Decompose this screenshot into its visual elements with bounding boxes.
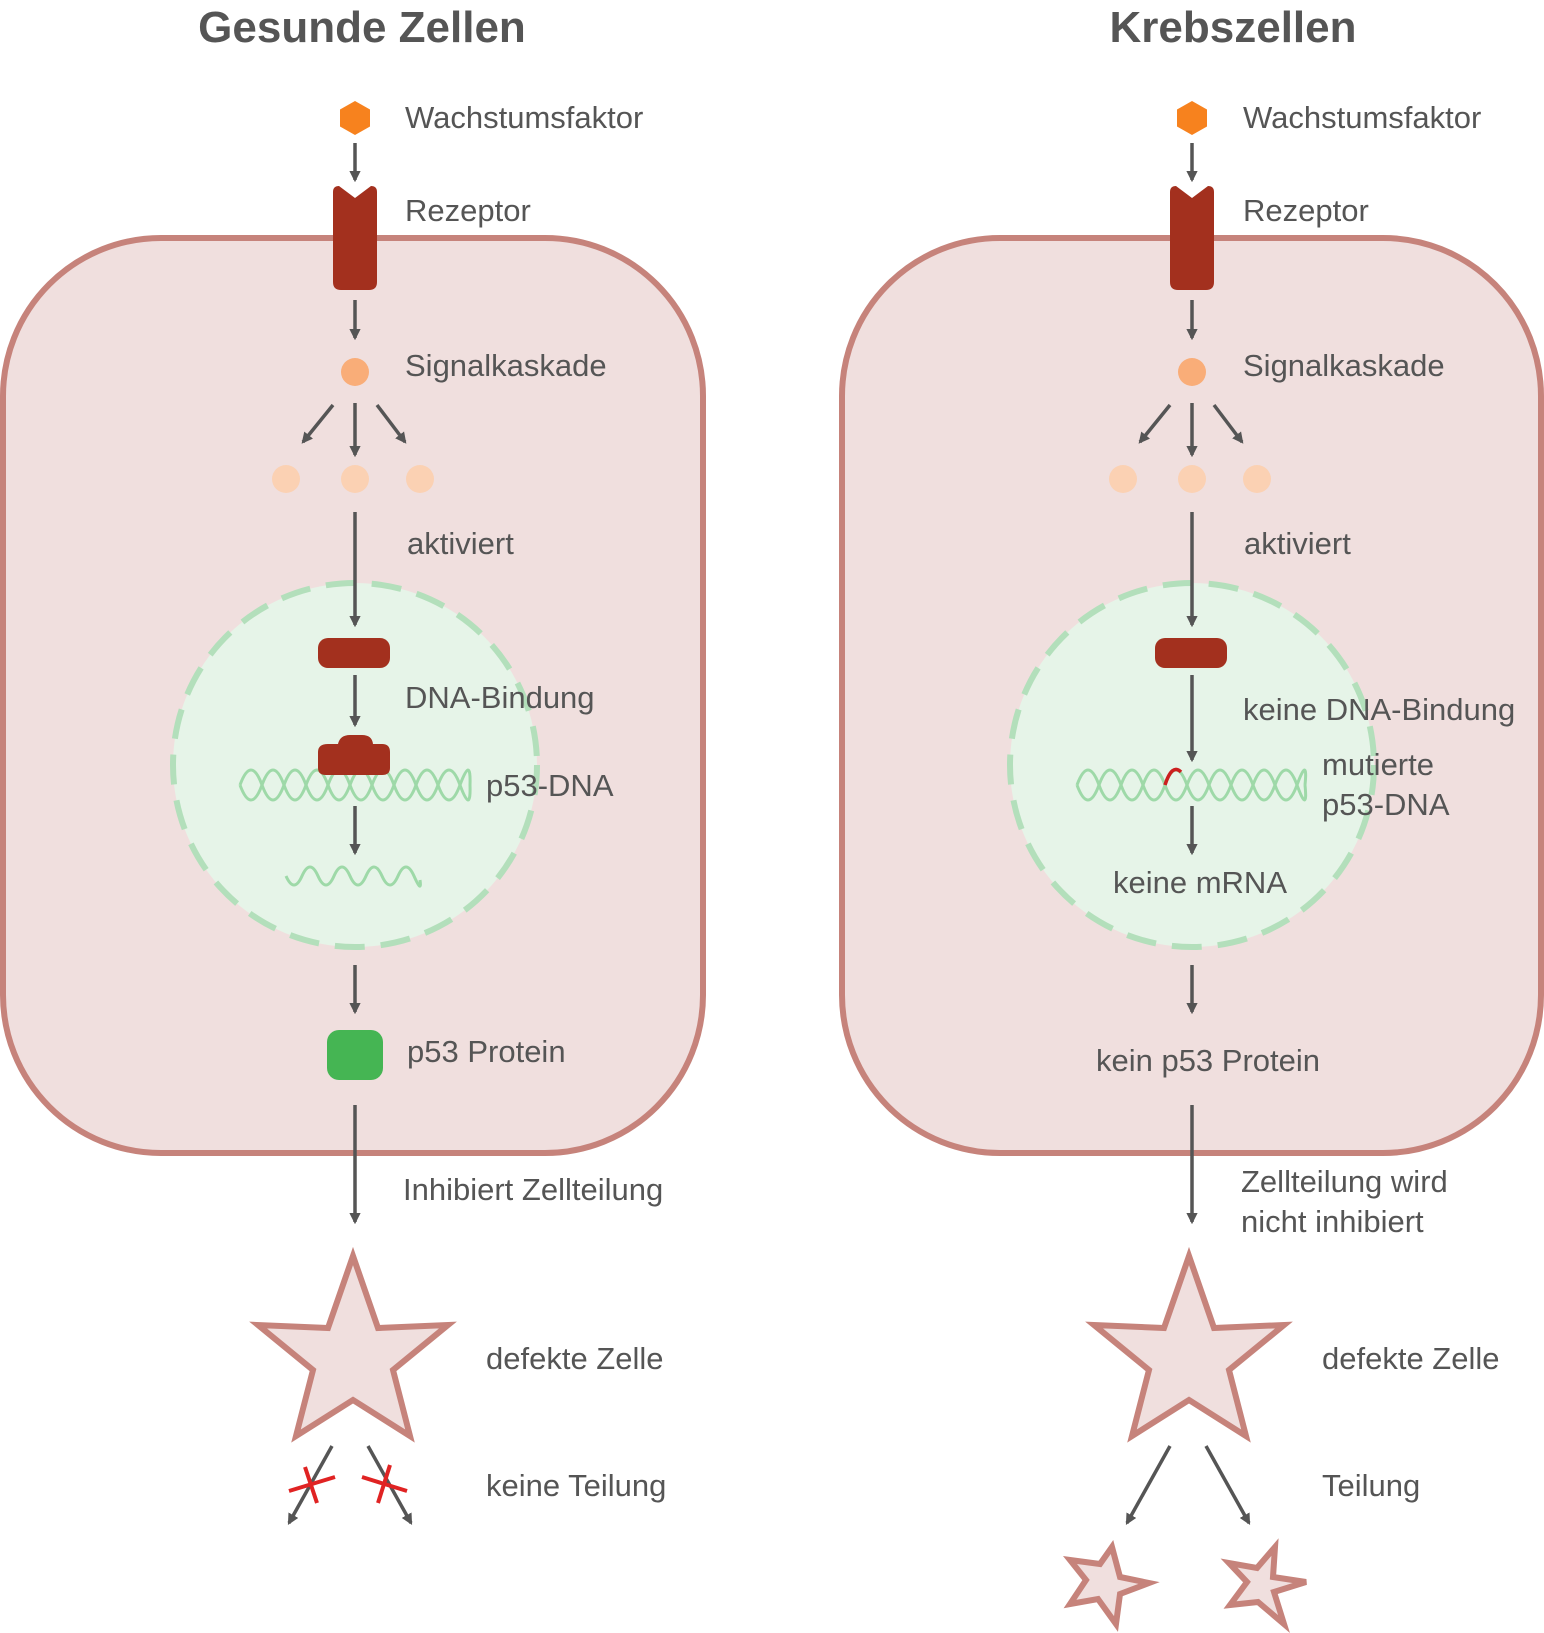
mrna-icon bbox=[284, 865, 422, 888]
arrow-cascade-left bbox=[301, 403, 335, 444]
no-dna-binding-label: keine DNA-Bindung bbox=[1243, 692, 1515, 727]
healthy-cells-title: Gesunde Zellen bbox=[198, 3, 526, 52]
bound-transcription-factor-icon bbox=[318, 735, 390, 775]
dna-mutation-icon bbox=[1163, 767, 1183, 786]
daughter-cell-icon bbox=[1062, 1540, 1160, 1632]
dna-binding-label: DNA-Bindung bbox=[405, 680, 595, 715]
arrow-cascade-right bbox=[375, 403, 407, 444]
cascade-molecule-icon bbox=[1109, 465, 1137, 493]
cascade-molecule-icon bbox=[1243, 465, 1271, 493]
cascade-molecule-icon bbox=[406, 465, 434, 493]
mutated-dna-label-line1: mutierte bbox=[1322, 747, 1434, 782]
effect-label-line2: nicht inhibiert bbox=[1241, 1204, 1424, 1239]
arrow-division-right bbox=[1204, 1445, 1251, 1525]
growth-factor-icon bbox=[340, 101, 370, 135]
cancer-cells-title: Krebszellen bbox=[1110, 3, 1357, 52]
dna-helix-icon bbox=[238, 768, 472, 802]
growth-factor-icon bbox=[1177, 101, 1207, 135]
cascade-molecule-icon bbox=[1178, 358, 1206, 386]
transcription-factor-icon bbox=[318, 638, 390, 668]
blocked-cross-icon bbox=[288, 1466, 336, 1504]
arrow-cascade-right bbox=[1212, 403, 1244, 444]
p53-protein-label: p53 Protein bbox=[407, 1034, 566, 1069]
no-p53-protein-label: kein p53 Protein bbox=[1096, 1043, 1320, 1078]
cascade-molecule-icon bbox=[272, 465, 300, 493]
receptor-icon bbox=[1170, 186, 1214, 290]
division-label: Teilung bbox=[1322, 1468, 1420, 1503]
defective-cell-icon bbox=[249, 1246, 457, 1443]
effect-label: Inhibiert Zellteilung bbox=[403, 1172, 663, 1207]
transcription-factor-icon bbox=[1155, 638, 1227, 668]
receptor-label: Rezeptor bbox=[1243, 193, 1369, 228]
growth-factor-label: Wachstumsfaktor bbox=[1243, 100, 1481, 135]
cascade-molecule-icon bbox=[341, 465, 369, 493]
receptor-label: Rezeptor bbox=[405, 193, 531, 228]
defective-cell-label: defekte Zelle bbox=[1322, 1341, 1500, 1376]
healthy-cell-panel: Gesunde Zellen Wachstumsfaktor Rezeptor … bbox=[0, 3, 706, 1525]
defective-cell-icon bbox=[1085, 1246, 1293, 1443]
blocked-cross-icon bbox=[361, 1464, 408, 1504]
cascade-label: Signalkaskade bbox=[405, 348, 607, 383]
arrow-division-left bbox=[1125, 1445, 1172, 1525]
p53-protein-icon bbox=[327, 1030, 383, 1080]
no-division-label: keine Teilung bbox=[486, 1468, 666, 1503]
receptor-icon bbox=[333, 186, 377, 290]
cascade-label: Signalkaskade bbox=[1243, 348, 1445, 383]
cascade-molecule-icon bbox=[1178, 465, 1206, 493]
p53-dna-label: p53-DNA bbox=[486, 768, 614, 803]
daughter-cell-icon bbox=[1220, 1538, 1307, 1633]
growth-factor-label: Wachstumsfaktor bbox=[405, 100, 643, 135]
defective-cell-label: defekte Zelle bbox=[486, 1341, 664, 1376]
cancer-cell-panel: Krebszellen Wachstumsfaktor Rezeptor Sig… bbox=[839, 3, 1544, 1633]
cascade-molecule-icon bbox=[341, 358, 369, 386]
activated-label: aktiviert bbox=[407, 526, 514, 561]
dna-helix-icon bbox=[1075, 768, 1308, 802]
effect-label-line1: Zellteilung wird bbox=[1241, 1164, 1448, 1199]
no-mrna-label: keine mRNA bbox=[1113, 865, 1287, 900]
activated-label: aktiviert bbox=[1244, 526, 1351, 561]
dna-helix-icon bbox=[1075, 768, 1308, 802]
mutated-dna-label-line2: p53-DNA bbox=[1322, 787, 1450, 822]
arrow-cascade-left bbox=[1138, 403, 1172, 444]
